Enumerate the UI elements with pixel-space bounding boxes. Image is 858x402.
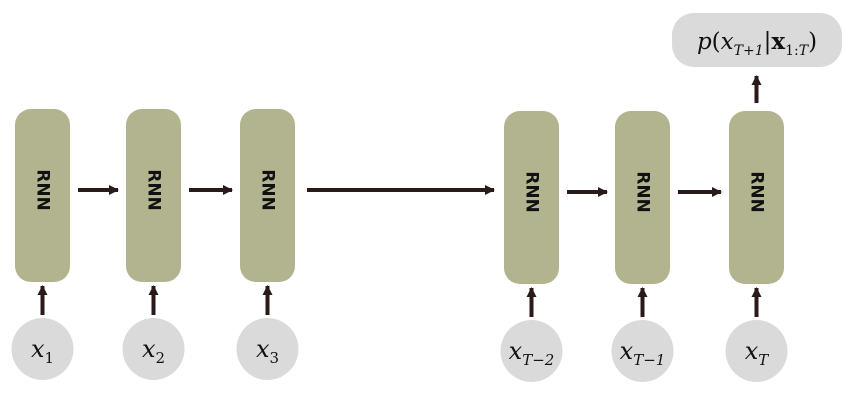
input-node-6: xT xyxy=(725,320,788,382)
input-node-3: x3 xyxy=(236,318,299,380)
rnn-cell-box xyxy=(729,111,784,284)
input-node-5: xT−1 xyxy=(611,320,674,382)
rnn-cell-5: RNN xyxy=(615,111,670,284)
rnn-cell-label: RNN xyxy=(33,169,53,211)
input-node-circle xyxy=(11,318,74,380)
rnn-cell-1: RNN xyxy=(15,109,70,282)
rnn-cell-6: RNN xyxy=(729,111,784,284)
input-node-label: x2 xyxy=(142,335,165,367)
input-node-1: x1 xyxy=(11,318,74,380)
input-node-label: xT xyxy=(745,337,770,369)
rnn-cell-label: RNN xyxy=(144,169,164,211)
input-node-label: x3 xyxy=(256,335,279,367)
rnn-cell-label: RNN xyxy=(633,171,653,213)
input-node-label: x1 xyxy=(31,335,54,367)
input-node-label: xT−2 xyxy=(509,337,555,369)
output-box xyxy=(672,13,842,67)
input-node-circle xyxy=(500,320,563,382)
rnn-cell-label: RNN xyxy=(747,171,767,213)
output-label: p(xT+1|x1:T) xyxy=(697,28,817,59)
input-node-circle xyxy=(725,320,788,382)
rnn-cell-box xyxy=(126,109,181,282)
rnn-cell-label: RNN xyxy=(258,169,278,211)
rnn-cell-box xyxy=(615,111,670,284)
input-node-circle xyxy=(611,320,674,382)
input-node-circle xyxy=(122,318,185,380)
rnn-cell-4: RNN xyxy=(504,111,559,284)
input-node-2: x2 xyxy=(122,318,185,380)
rnn-cell-box xyxy=(15,109,70,282)
rnn-cell-label: RNN xyxy=(522,171,542,213)
rnn-cell-3: RNN xyxy=(240,109,295,282)
input-node-circle xyxy=(236,318,299,380)
rnn-cell-box xyxy=(504,111,559,284)
rnn-cell-2: RNN xyxy=(126,109,181,282)
input-node-label: xT−1 xyxy=(620,337,666,369)
rnn-cell-box xyxy=(240,109,295,282)
input-node-4: xT−2 xyxy=(500,320,563,382)
output-node: p(xT+1|x1:T) xyxy=(672,13,842,67)
